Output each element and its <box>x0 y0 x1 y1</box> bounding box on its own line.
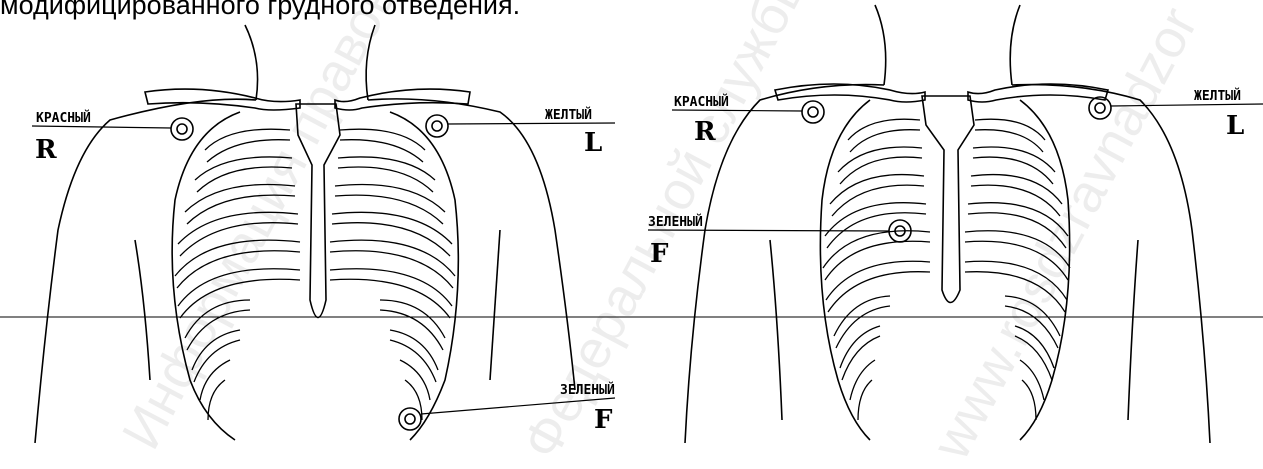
left-green-letter: F <box>594 405 613 435</box>
right-ribcage-outline-right <box>1020 100 1070 440</box>
right-red-letter: R <box>694 117 716 147</box>
left-green-leader-line <box>421 398 615 414</box>
right-green-label: ЗЕЛЕНЫЙ <box>648 214 703 230</box>
left-torso-figure: КРАСНЫЙ R ЖЕЛТЫЙ L ЗЕЛЕНЫЙ F <box>32 25 615 443</box>
left-yellow-letter: L <box>584 128 602 158</box>
left-body-outline-right <box>368 99 575 390</box>
right-neck-outline <box>875 5 886 85</box>
left-arm-inner-right <box>490 230 500 380</box>
left-electrode-red <box>171 118 193 140</box>
right-clavicle-left <box>775 84 925 102</box>
electrode-placement-diagram: КРАСНЫЙ R ЖЕЛТЫЙ L ЗЕЛЕНЫЙ F <box>0 0 1263 443</box>
left-sternum <box>296 104 340 318</box>
right-yellow-leader-line <box>1111 104 1263 106</box>
right-torso-figure: КРАСНЫЙ R ЖЕЛТЫЙ L ЗЕЛЕНЫЙ F <box>648 5 1263 443</box>
left-yellow-leader-line <box>448 123 615 124</box>
right-clavicle-right <box>968 84 1108 102</box>
right-neck-outline-right <box>1010 5 1020 85</box>
right-electrode-red <box>802 101 824 123</box>
left-green-label: ЗЕЛЕНЫЙ <box>560 382 615 398</box>
left-ribs-left-side <box>175 129 300 420</box>
left-ribs-right-side <box>330 129 455 420</box>
left-neck-outline-right <box>366 25 375 100</box>
right-red-label: КРАСНЫЙ <box>674 94 729 110</box>
left-neck-outline <box>245 25 258 100</box>
right-electrode-yellow <box>1089 97 1111 119</box>
right-yellow-label: ЖЕЛТЫЙ <box>1194 88 1241 104</box>
right-green-leader-line <box>648 230 889 231</box>
left-yellow-label: ЖЕЛТЫЙ <box>545 107 592 123</box>
right-yellow-letter: L <box>1226 111 1244 141</box>
left-arm-inner-left <box>135 240 150 380</box>
left-red-letter: R <box>35 135 57 165</box>
left-electrode-green <box>399 408 421 430</box>
right-arm-inner-left <box>770 240 782 420</box>
right-green-letter: F <box>650 239 669 269</box>
right-ribs-left-side <box>823 119 930 420</box>
right-arm-inner-right <box>1128 240 1138 420</box>
right-red-leader-line <box>672 110 802 111</box>
left-electrode-yellow <box>426 115 448 137</box>
left-red-label: КРАСНЫЙ <box>36 110 91 126</box>
